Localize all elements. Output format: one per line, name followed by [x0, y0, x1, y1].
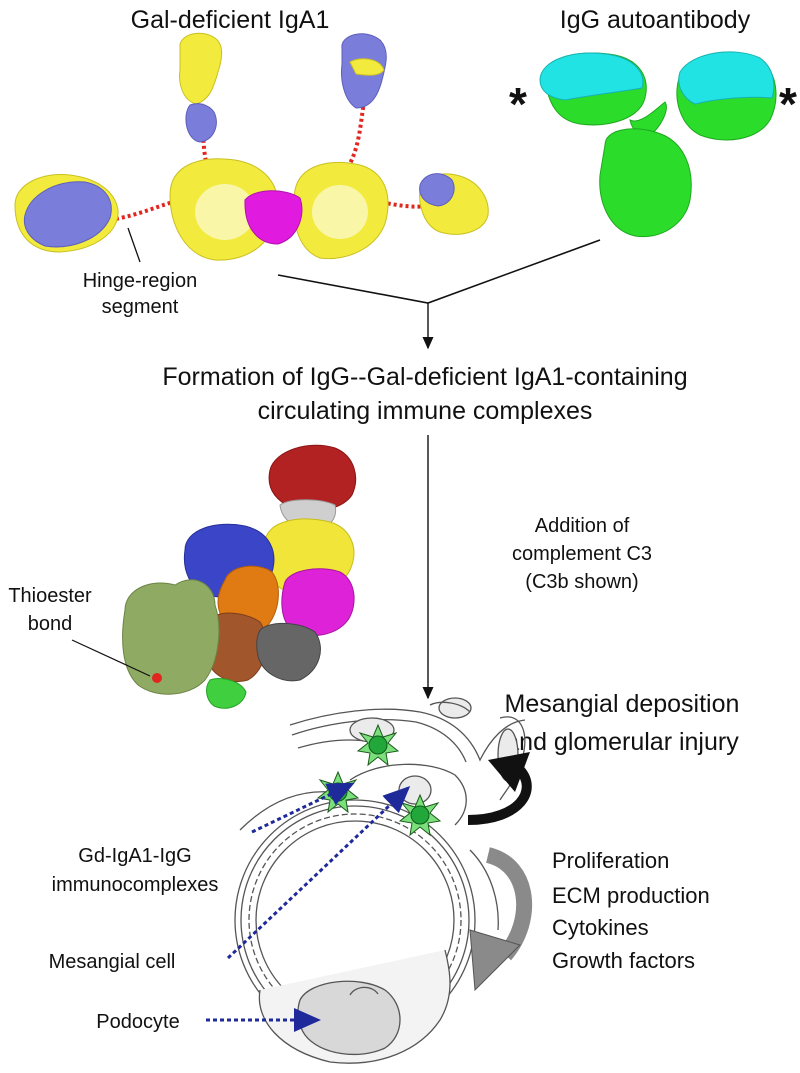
iga1-molecule [14, 32, 489, 261]
outcome-item: Growth factors [552, 948, 695, 973]
igg-molecule [539, 51, 777, 238]
thioester-bond-dot [152, 673, 162, 683]
mesangial-cell-label: Mesangial cell [49, 951, 176, 973]
immune-complex-1 [356, 723, 400, 767]
igg-asterisk-right: * [779, 78, 797, 130]
arrow-immunocomplexes [251, 782, 355, 834]
outcome-item: Cytokines [552, 915, 649, 940]
immunocomplex-line1: Gd-IgA1-IgG [78, 845, 191, 867]
c3-line3: (C3b shown) [525, 571, 638, 593]
c3-line1: Addition of [535, 515, 630, 537]
curved-gray-arrow [485, 847, 532, 961]
podocyte-label: Podocyte [96, 1011, 179, 1033]
outcome-item: Proliferation [552, 848, 669, 873]
thioester-line2: bond [28, 613, 73, 635]
hinge-leader-line [127, 227, 141, 263]
igg-title: IgG autoantibody [560, 6, 751, 34]
hinge-label-line1: Hinge-region [83, 270, 198, 292]
curved-black-arrowhead [488, 752, 530, 792]
formation-line2: circulating immune complexes [258, 397, 593, 425]
immunocomplex-line2: immunocomplexes [52, 874, 219, 896]
curved-black-arrow [467, 766, 532, 825]
outcome-item: ECM production [552, 883, 710, 908]
iga-hinge-left-lower [109, 198, 181, 222]
thioester-line1: Thioester [8, 585, 92, 607]
deposition-line1: Mesangial deposition [505, 690, 740, 718]
iga-title: Gal-deficient IgA1 [131, 6, 330, 34]
curved-gray-arrowhead [469, 929, 521, 992]
igg-asterisk-left: * [509, 78, 527, 130]
c3-line2: complement C3 [512, 543, 652, 565]
deposition-line2: and glomerular injury [505, 728, 739, 756]
formation-line1: Formation of IgG--Gal-deficient IgA1-con… [162, 363, 687, 391]
arrow-mesangial-cell [226, 785, 411, 960]
thioester-leader-line [71, 639, 151, 677]
c3b-molecule [122, 444, 357, 709]
hinge-label-line2: segment [102, 296, 179, 318]
